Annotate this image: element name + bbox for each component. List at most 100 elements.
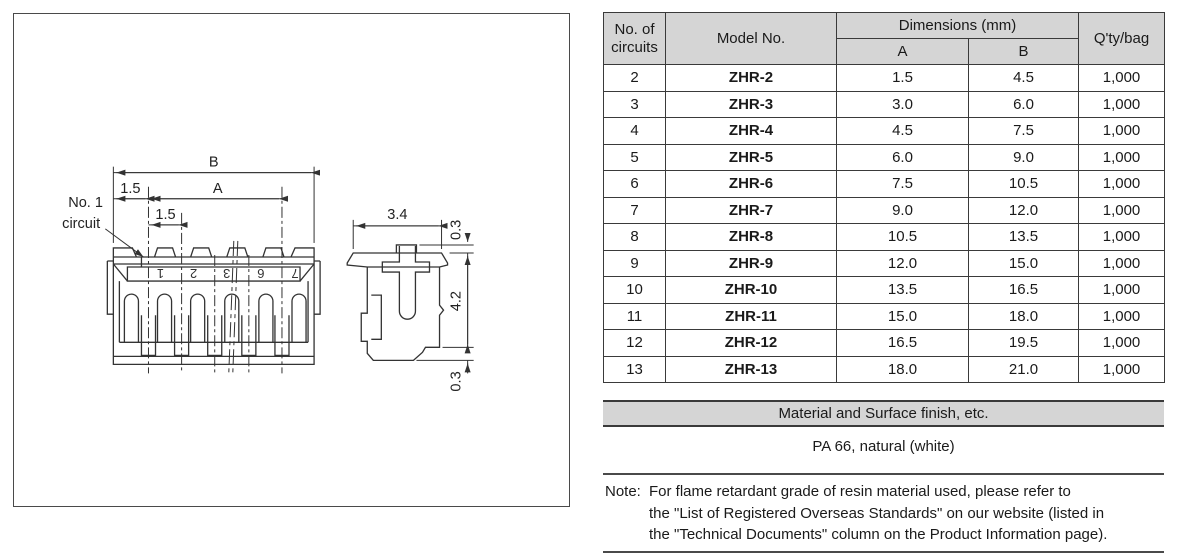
cell-circuits: 4 [603, 117, 666, 145]
header-qty: Q'ty/bag [1078, 12, 1166, 65]
note-line: For flame retardant grade of resin mater… [649, 483, 1071, 500]
cell-qty: 1,000 [1078, 90, 1166, 118]
cell-qty: 1,000 [1078, 249, 1166, 277]
dim-label-4-2: 4.2 [449, 291, 465, 311]
cell-a: 18.0 [836, 355, 969, 383]
circuit-number-6: 6 [257, 266, 264, 281]
cell-a: 15.0 [836, 302, 969, 330]
cell-a: 1.5 [836, 64, 969, 92]
cell-qty: 1,000 [1078, 276, 1166, 304]
break-lines [228, 240, 239, 374]
dim-label-3-4: 3.4 [387, 207, 407, 223]
dim-label-A: A [213, 181, 223, 197]
cell-b: 15.0 [967, 249, 1080, 277]
dim-label-0-3-bottom: 0.3 [449, 371, 465, 391]
drawing-panel: 1 2 3 6 7 B A 1.5 [13, 13, 570, 507]
cell-model: ZHR-8 [665, 223, 837, 251]
header-circuits: No. of circuits [603, 12, 666, 65]
cell-b: 4.5 [967, 64, 1080, 92]
cell-circuits: 8 [603, 223, 666, 251]
cell-b: 16.5 [967, 276, 1080, 304]
cell-model: ZHR-3 [665, 90, 837, 118]
note-label: Note: [605, 483, 641, 500]
cell-b: 18.0 [967, 302, 1080, 330]
cell-a: 6.0 [836, 143, 969, 171]
cell-model: ZHR-2 [665, 64, 837, 92]
cell-a: 3.0 [836, 90, 969, 118]
cell-qty: 1,000 [1078, 64, 1166, 92]
circuit-number-7: 7 [291, 266, 298, 281]
cell-circuits: 2 [603, 64, 666, 92]
divider-bottom [603, 551, 1164, 553]
header-dim-b: B [967, 38, 1080, 65]
cell-b: 13.5 [967, 223, 1080, 251]
note-line: the "List of Registered Overseas Standar… [649, 504, 1105, 522]
cell-qty: 1,000 [1078, 223, 1166, 251]
cell-model: ZHR-10 [665, 276, 837, 304]
cell-b: 9.0 [967, 143, 1080, 171]
cell-model: ZHR-6 [665, 170, 837, 198]
cell-a: 7.5 [836, 170, 969, 198]
circuit-number-1: 1 [157, 266, 164, 281]
cell-qty: 1,000 [1078, 329, 1166, 357]
cell-b: 21.0 [967, 355, 1080, 383]
cell-b: 12.0 [967, 196, 1080, 224]
cell-model: ZHR-11 [665, 302, 837, 330]
cell-circuits: 10 [603, 276, 666, 304]
side-dimensions [352, 219, 474, 374]
cell-qty: 1,000 [1078, 117, 1166, 145]
header-dim-a: A [836, 38, 969, 65]
dim-label-1-5-pitch: 1.5 [155, 207, 175, 223]
cell-b: 7.5 [967, 117, 1080, 145]
no1-circuit-label-line1: No. 1 [68, 195, 103, 211]
cell-circuits: 7 [603, 196, 666, 224]
circuit-centerlines [147, 186, 283, 374]
material-header-band: Material and Surface finish, etc. [603, 400, 1164, 427]
cell-qty: 1,000 [1078, 302, 1166, 330]
cell-model: ZHR-12 [665, 329, 837, 357]
spec-table: No. of circuits Model No. Dimensions (mm… [603, 12, 1166, 383]
cell-model: ZHR-5 [665, 143, 837, 171]
cell-circuits: 13 [603, 355, 666, 383]
cell-circuits: 12 [603, 329, 666, 357]
cell-model: ZHR-7 [665, 196, 837, 224]
side-view [346, 244, 449, 362]
note-lines: For flame retardant grade of resin mater… [649, 481, 1164, 546]
circuit-numbers: 1 2 3 6 7 [157, 266, 299, 281]
cell-a: 4.5 [836, 117, 969, 145]
header-dimensions: Dimensions (mm) [835, 12, 1080, 39]
cell-a: 13.5 [836, 276, 969, 304]
no1-circuit-label-line2: circuit [62, 216, 100, 232]
circuit-number-3: 3 [223, 266, 230, 281]
cell-b: 19.5 [967, 329, 1080, 357]
connector-drawing: 1 2 3 6 7 B A 1.5 [62, 155, 474, 392]
cell-model: ZHR-4 [665, 117, 837, 145]
divider-above-note [603, 473, 1164, 475]
cell-a: 16.5 [836, 329, 969, 357]
cell-qty: 1,000 [1078, 196, 1166, 224]
front-dimensions [105, 166, 321, 258]
cell-circuits: 11 [603, 302, 666, 330]
circuit-number-2: 2 [190, 266, 197, 281]
cell-a: 10.5 [836, 223, 969, 251]
header-model: Model No. [665, 12, 837, 65]
spec-table-header: No. of circuits Model No. Dimensions (mm… [603, 12, 1166, 65]
dim-label-B: B [209, 155, 219, 171]
dim-label-0-3-top: 0.3 [449, 220, 465, 240]
cell-qty: 1,000 [1078, 143, 1166, 171]
cell-model: ZHR-9 [665, 249, 837, 277]
